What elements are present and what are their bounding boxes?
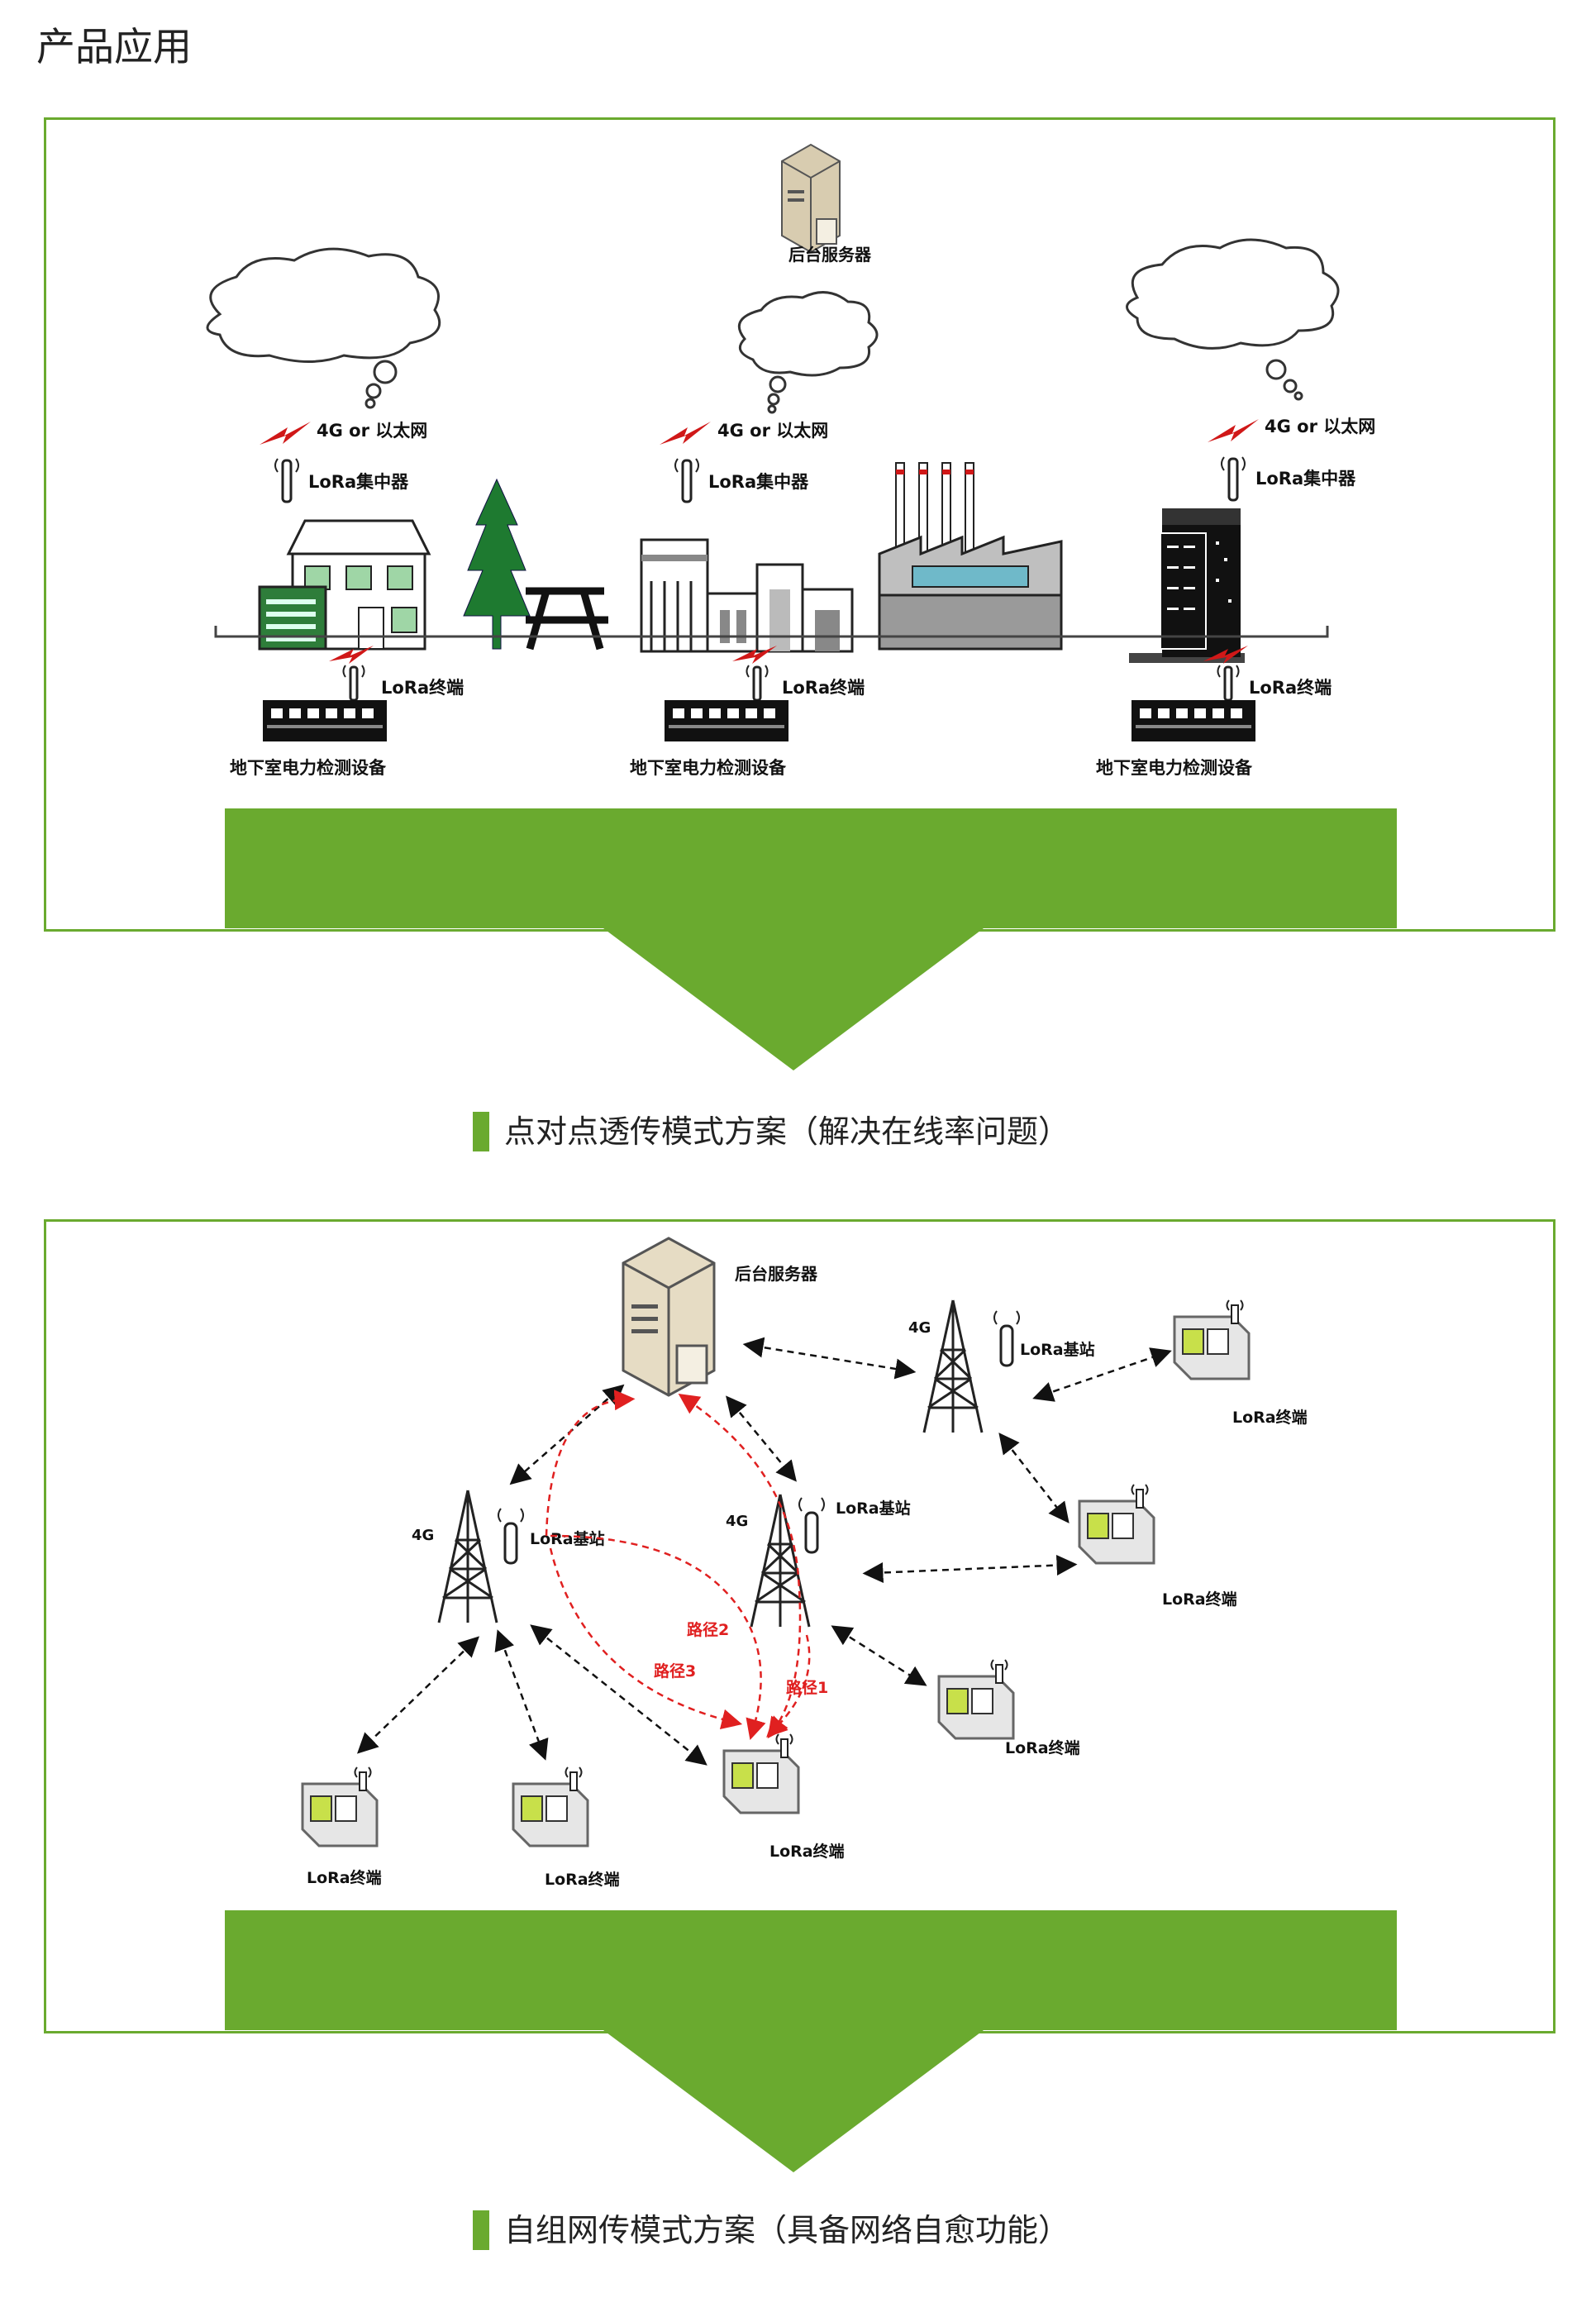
path2-label: 路径2 xyxy=(687,1620,729,1639)
mesh-network-svg: 后台服务器 4G 4G 4G xyxy=(301,1237,1308,1889)
uplink-label-left: 4G or 以太网 xyxy=(317,421,427,441)
section2-caption: 自组网传模式方案（具备网络自愈功能） xyxy=(473,2210,1070,2250)
lightning-icon-terminal-middle xyxy=(732,646,777,664)
mesh-network-diagram: 后台服务器 4G 4G 4G xyxy=(46,1222,1558,2036)
cell-tower-icon-left xyxy=(437,1490,498,1623)
concentrator-icon-right xyxy=(1221,456,1246,502)
cloud-icon-right xyxy=(1126,238,1340,401)
terminal-antenna-icon-middle xyxy=(746,665,769,702)
caption-marker xyxy=(473,1112,489,1151)
base-station-label-middle: LoRa基站 xyxy=(836,1499,911,1518)
section2-caption-text: 自组网传模式方案（具备网络自愈功能） xyxy=(504,2212,1070,2248)
server-icon-mesh xyxy=(622,1237,716,1397)
path3-label: 路径3 xyxy=(654,1661,696,1681)
cloud-icon-left xyxy=(206,247,441,409)
site-bracket xyxy=(214,626,1329,638)
point-to-point-panel: 后台服务器 4G or 以太网 4G or 以太网 4G or 以太网 xyxy=(44,117,1556,932)
base-station-antenna-icon-left xyxy=(498,1508,524,1565)
terminal-label-middle: LoRa终端 xyxy=(782,678,865,698)
section1-caption: 点对点透传模式方案（解决在线率问题） xyxy=(473,1112,1070,1151)
terminal-label-right: LoRa终端 xyxy=(1249,678,1332,698)
device-label-right: 地下室电力检测设备 xyxy=(1096,758,1253,778)
base-station-antenna-icon-right xyxy=(993,1310,1020,1367)
lora-terminal-icon-center-right xyxy=(937,1659,1015,1740)
terminal-label-left: LoRa终端 xyxy=(381,678,464,698)
section2-down-arrow xyxy=(603,2030,984,2172)
lightning-icon-terminal-right xyxy=(1203,646,1248,664)
lightning-icon-middle xyxy=(660,422,711,445)
lora-terminal-icon-bottom-left xyxy=(301,1766,379,1847)
base-station-label-left: LoRa基站 xyxy=(530,1529,605,1548)
terminal-label-bottom-middle: LoRa终端 xyxy=(545,1870,620,1889)
terminal-antenna-icon-left xyxy=(342,665,365,702)
lora-terminal-icon-bottom-middle xyxy=(512,1766,589,1847)
lightning-icon-left xyxy=(260,422,311,445)
device-label-middle: 地下室电力检测设备 xyxy=(630,758,787,778)
lightning-icon-right xyxy=(1208,419,1259,442)
lora-terminal-icon-center xyxy=(722,1733,800,1814)
terminal-antenna-icon-right xyxy=(1217,665,1240,702)
lora-terminal-icon-top-right xyxy=(1173,1299,1251,1380)
tree-icon xyxy=(463,478,531,650)
device-label-left: 地下室电力检测设备 xyxy=(230,758,387,778)
concentrator-icon-middle xyxy=(674,458,699,503)
server-label: 后台服务器 xyxy=(788,245,872,265)
concentrator-label-right: LoRa集中器 xyxy=(1255,469,1356,489)
power-meter-device-icon-left xyxy=(263,700,387,741)
terminal-label-mid-right: LoRa终端 xyxy=(1162,1590,1237,1609)
redundant-paths xyxy=(545,1390,811,1740)
server-icon xyxy=(781,143,841,254)
section1-down-arrow xyxy=(603,928,984,1070)
page-title: 产品应用 xyxy=(36,25,192,70)
uplink-label-middle: 4G or 以太网 xyxy=(717,421,828,441)
picnic-table-icon xyxy=(526,587,608,651)
terminal-label-top-right: LoRa终端 xyxy=(1232,1408,1308,1427)
factory-icon xyxy=(878,462,1063,651)
point-to-point-svg: 后台服务器 4G or 以太网 4G or 以太网 4G or 以太网 xyxy=(206,143,1375,778)
base-station-antenna-icon-middle xyxy=(798,1497,825,1554)
lightning-icon-terminal-left xyxy=(329,646,374,664)
power-meter-device-icon-middle xyxy=(665,700,788,741)
tower-label-right: 4G xyxy=(908,1319,931,1337)
terminal-label-center: LoRa终端 xyxy=(769,1842,845,1861)
concentrator-label-left: LoRa集中器 xyxy=(308,472,409,492)
section2-green-band xyxy=(225,1910,1397,2030)
office-building-icon xyxy=(1129,508,1245,663)
terminal-label-bottom-left: LoRa终端 xyxy=(307,1868,382,1887)
section1-green-band xyxy=(225,808,1397,928)
caption-marker xyxy=(473,2210,489,2250)
path1-label: 路径1 xyxy=(786,1678,828,1697)
house-icon xyxy=(258,519,431,651)
school-building-icon xyxy=(640,538,854,653)
terminal-label-center-right: LoRa终端 xyxy=(1005,1738,1080,1757)
cell-tower-icon-right xyxy=(922,1299,984,1433)
base-station-label-right: LoRa基站 xyxy=(1020,1340,1095,1359)
concentrator-label-middle: LoRa集中器 xyxy=(708,472,809,492)
mesh-network-panel: 后台服务器 4G 4G 4G xyxy=(44,1219,1556,2033)
uplink-label-right: 4G or 以太网 xyxy=(1265,417,1375,436)
section1-caption-text: 点对点透传模式方案（解决在线率问题） xyxy=(504,1113,1070,1150)
lora-terminal-icon-mid-right xyxy=(1078,1484,1155,1565)
cloud-icon-middle xyxy=(737,291,879,414)
tower-label-middle: 4G xyxy=(726,1513,748,1530)
tower-label-left: 4G xyxy=(412,1527,434,1544)
power-meter-device-icon-right xyxy=(1131,700,1255,741)
mesh-links xyxy=(356,1337,1172,1766)
concentrator-icon-left xyxy=(274,458,299,503)
point-to-point-diagram: 后台服务器 4G or 以太网 4G or 以太网 4G or 以太网 xyxy=(46,120,1558,934)
mesh-server-label: 后台服务器 xyxy=(735,1264,818,1284)
